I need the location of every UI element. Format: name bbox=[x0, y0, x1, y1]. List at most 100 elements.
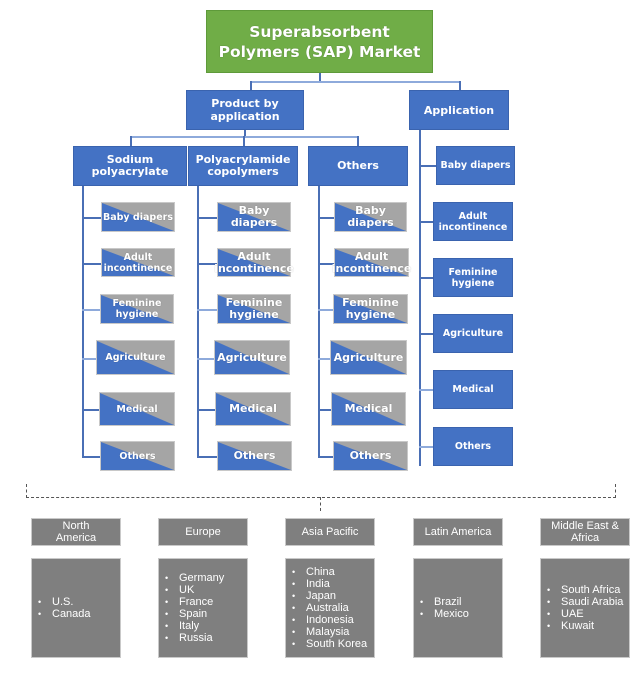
label-line: Sodium bbox=[106, 153, 154, 166]
region-title-middle-east-africa: Middle East &Africa bbox=[540, 518, 630, 546]
label-line: Baby diapers bbox=[347, 204, 394, 229]
country-item: South Africa bbox=[547, 584, 623, 596]
connector-line bbox=[197, 217, 217, 219]
label-line: Feminine bbox=[112, 298, 162, 309]
product-item-baby-diapers: Baby diapers bbox=[101, 202, 175, 232]
label-line: Adult bbox=[458, 210, 488, 222]
label-line: incontinence bbox=[331, 261, 412, 275]
country-item: Kuwait bbox=[547, 620, 623, 632]
label-line: Latin America bbox=[424, 526, 492, 538]
label-line: Adult bbox=[354, 249, 389, 263]
connector-line bbox=[419, 333, 433, 335]
label-line: Medical bbox=[344, 402, 393, 415]
connector-line bbox=[318, 186, 320, 458]
region-title-europe: Europe bbox=[158, 518, 248, 546]
country-list: BrazilMexico bbox=[420, 596, 469, 620]
country-item: Australia bbox=[292, 602, 367, 614]
product-item-medical: Medical bbox=[99, 392, 175, 426]
country-item: Canada bbox=[38, 608, 91, 620]
region-title-latin-america: Latin America bbox=[413, 518, 503, 546]
label-line: incontinence bbox=[103, 262, 173, 274]
country-item: Mexico bbox=[420, 608, 469, 620]
region-bracket-stem bbox=[320, 497, 321, 511]
label-line: Agriculture bbox=[105, 352, 166, 363]
connector-line bbox=[459, 81, 461, 91]
label-line: hygiene bbox=[451, 277, 495, 289]
connector-line bbox=[318, 357, 330, 360]
connector-line bbox=[318, 409, 331, 411]
product-item-baby-diapers: Baby diapers bbox=[217, 202, 291, 232]
country-item: Russia bbox=[165, 632, 224, 644]
label-line: Others bbox=[119, 450, 156, 462]
label-line: incontinence bbox=[214, 261, 294, 275]
country-item: Japan bbox=[292, 590, 367, 602]
country-item: Indonesia bbox=[292, 614, 367, 626]
label-line: hygiene bbox=[345, 308, 396, 321]
country-item: Italy bbox=[165, 620, 224, 632]
connector-line bbox=[243, 136, 245, 146]
application-item-agriculture: Agriculture bbox=[433, 314, 513, 353]
label-line: Agriculture bbox=[333, 350, 404, 364]
label-line: Medical bbox=[116, 403, 158, 415]
application-item-medical: Medical bbox=[433, 370, 513, 409]
product-item-agriculture: Agriculture bbox=[96, 340, 175, 375]
label-line: Feminine bbox=[342, 296, 399, 309]
label-line: Product by bbox=[211, 97, 279, 110]
country-item: South Korea bbox=[292, 638, 367, 650]
connector-line bbox=[419, 130, 421, 466]
country-item: Saudi Arabia bbox=[547, 596, 623, 608]
label-line: Adult bbox=[237, 249, 271, 263]
label-line: Medical bbox=[229, 402, 277, 415]
title-line-2: Polymers (SAP) Market bbox=[218, 42, 421, 61]
country-item: U.S. bbox=[38, 596, 91, 608]
title-line-1: Superabsorbent bbox=[249, 22, 390, 41]
label-line: Middle East & bbox=[551, 520, 619, 532]
country-item: China bbox=[292, 566, 367, 578]
connector-line bbox=[82, 186, 84, 458]
label-line: America bbox=[55, 532, 97, 544]
connector-line bbox=[197, 456, 217, 458]
label-line: application bbox=[210, 110, 280, 123]
connector-line bbox=[82, 456, 100, 458]
product-item-baby-diapers: Baby diapers bbox=[334, 202, 407, 232]
label-line: Others bbox=[349, 449, 392, 462]
label-line: Agriculture bbox=[442, 328, 504, 339]
product-item-others: Others bbox=[333, 441, 408, 471]
label-line: Others bbox=[454, 441, 492, 452]
label-line: Others bbox=[337, 159, 379, 172]
connector-line bbox=[82, 262, 101, 265]
connector-line bbox=[419, 389, 433, 391]
product-item-medical: Medical bbox=[331, 392, 406, 426]
country-list: U.S.Canada bbox=[38, 596, 91, 620]
connector-line bbox=[250, 81, 252, 91]
country-item: Germany bbox=[165, 572, 224, 584]
connector-line bbox=[244, 130, 246, 137]
node-others: Others bbox=[308, 146, 408, 186]
country-list: GermanyUKFranceSpainItalyRussia bbox=[165, 572, 224, 644]
country-list: ChinaIndiaJapanAustraliaIndonesiaMalaysi… bbox=[292, 566, 367, 650]
connector-line bbox=[197, 309, 217, 311]
connector-line bbox=[318, 309, 333, 311]
label-line: Baby diapers bbox=[440, 160, 511, 171]
country-item: Spain bbox=[165, 608, 224, 620]
connector-line bbox=[419, 277, 433, 279]
country-item: UAE bbox=[547, 608, 623, 620]
label-line: Medical bbox=[452, 384, 494, 395]
label-line: Others bbox=[233, 449, 276, 462]
connector-line bbox=[82, 309, 100, 311]
connector-line bbox=[82, 409, 99, 411]
connector-line bbox=[197, 262, 217, 265]
node-application: Application bbox=[409, 90, 509, 130]
country-item: Brazil bbox=[420, 596, 469, 608]
connector-line bbox=[197, 409, 215, 411]
region-title-asia-pacific: Asia Pacific bbox=[285, 518, 375, 546]
label-line: Feminine bbox=[225, 296, 283, 309]
country-item: UK bbox=[165, 584, 224, 596]
